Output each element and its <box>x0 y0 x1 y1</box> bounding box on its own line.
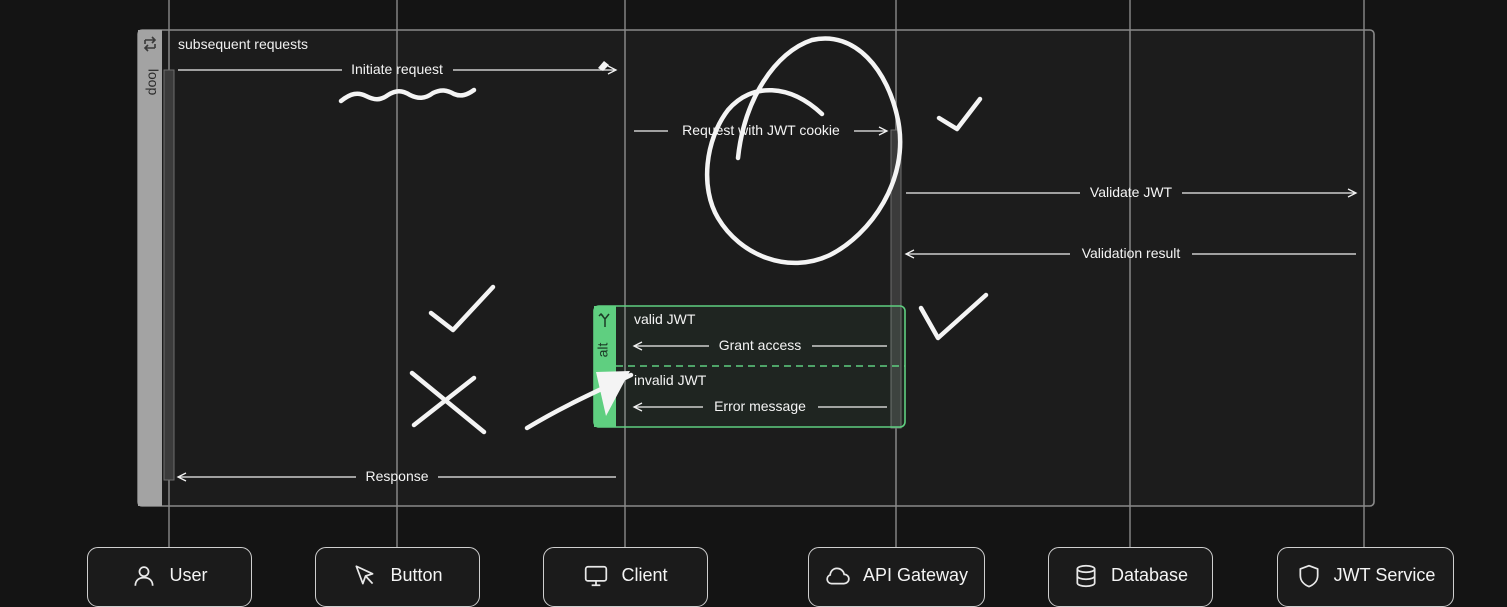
loop-frame-border <box>137 29 1375 507</box>
participant-label-database: Database <box>1110 565 1189 585</box>
pencil-mark <box>598 61 609 71</box>
ink-annotations <box>338 36 989 435</box>
squiggle-underline-mark <box>338 87 477 104</box>
arrow-mark-head <box>596 371 630 416</box>
message-label-grant-access: Grant access <box>719 337 801 353</box>
loop-tab <box>138 30 162 506</box>
message-request-with-jwt-cookie: Request with JWT cookie <box>634 122 889 138</box>
message-label-validation-result: Validation result <box>1082 245 1181 261</box>
circle-mark <box>704 36 903 266</box>
activation-bar-api-gateway <box>890 129 902 429</box>
cloud-icon <box>825 563 851 589</box>
participant-label-client: Client <box>621 565 668 585</box>
alt-frame: alt valid JWT Grant access invalid JWT E… <box>593 305 906 428</box>
cross-mark <box>409 370 487 435</box>
message-label-validate-jwt: Validate JWT <box>1090 184 1173 200</box>
branch-icon <box>598 312 610 327</box>
message-validate-jwt: Validate JWT <box>906 184 1358 200</box>
checkmark-mark <box>918 292 989 341</box>
alt-condition-invalid-jwt: invalid JWT <box>634 372 707 388</box>
participant-label-button: Button <box>390 565 443 585</box>
participant-jwt-service[interactable]: JWT Service <box>1277 547 1454 607</box>
loop-frame: loop subsequent requests <box>137 29 1375 507</box>
monitor-icon <box>583 563 609 589</box>
loop-icon <box>143 36 157 52</box>
participant-button[interactable]: Button <box>315 547 480 607</box>
checkmark-mark <box>936 96 983 132</box>
message-error-message: Error message <box>632 398 887 414</box>
message-response: Response <box>176 468 616 484</box>
participant-client[interactable]: Client <box>543 547 708 607</box>
message-grant-access: Grant access <box>632 337 887 353</box>
participant-label-api-gateway: API Gateway <box>862 565 969 585</box>
cursor-icon <box>352 563 378 589</box>
activation-bar-user <box>163 69 175 481</box>
participant-user[interactable]: User <box>87 547 252 607</box>
database-icon <box>1073 563 1099 589</box>
message-validation-result: Validation result <box>904 245 1356 261</box>
participant-label-user: User <box>169 565 208 585</box>
checkmark-mark <box>428 284 496 333</box>
user-icon <box>131 563 157 589</box>
participant-api-gateway[interactable]: API Gateway <box>808 547 985 607</box>
alt-condition-valid-jwt: valid JWT <box>634 311 696 327</box>
loop-title: subsequent requests <box>178 36 308 52</box>
loop-tag: loop <box>145 69 161 96</box>
messages: Initiate request Request with JWT cookie… <box>176 61 1358 484</box>
message-label-error-message: Error message <box>714 398 806 414</box>
message-label-initiate-request: Initiate request <box>351 61 443 77</box>
message-label-response: Response <box>365 468 428 484</box>
message-initiate-request: Initiate request <box>178 61 618 77</box>
shield-icon <box>1296 563 1322 589</box>
participant-database[interactable]: Database <box>1048 547 1213 607</box>
participant-label-jwt-service: JWT Service <box>1333 565 1436 585</box>
alt-tag: alt <box>595 343 611 358</box>
message-label-request-with-jwt-cookie: Request with JWT cookie <box>682 122 840 138</box>
